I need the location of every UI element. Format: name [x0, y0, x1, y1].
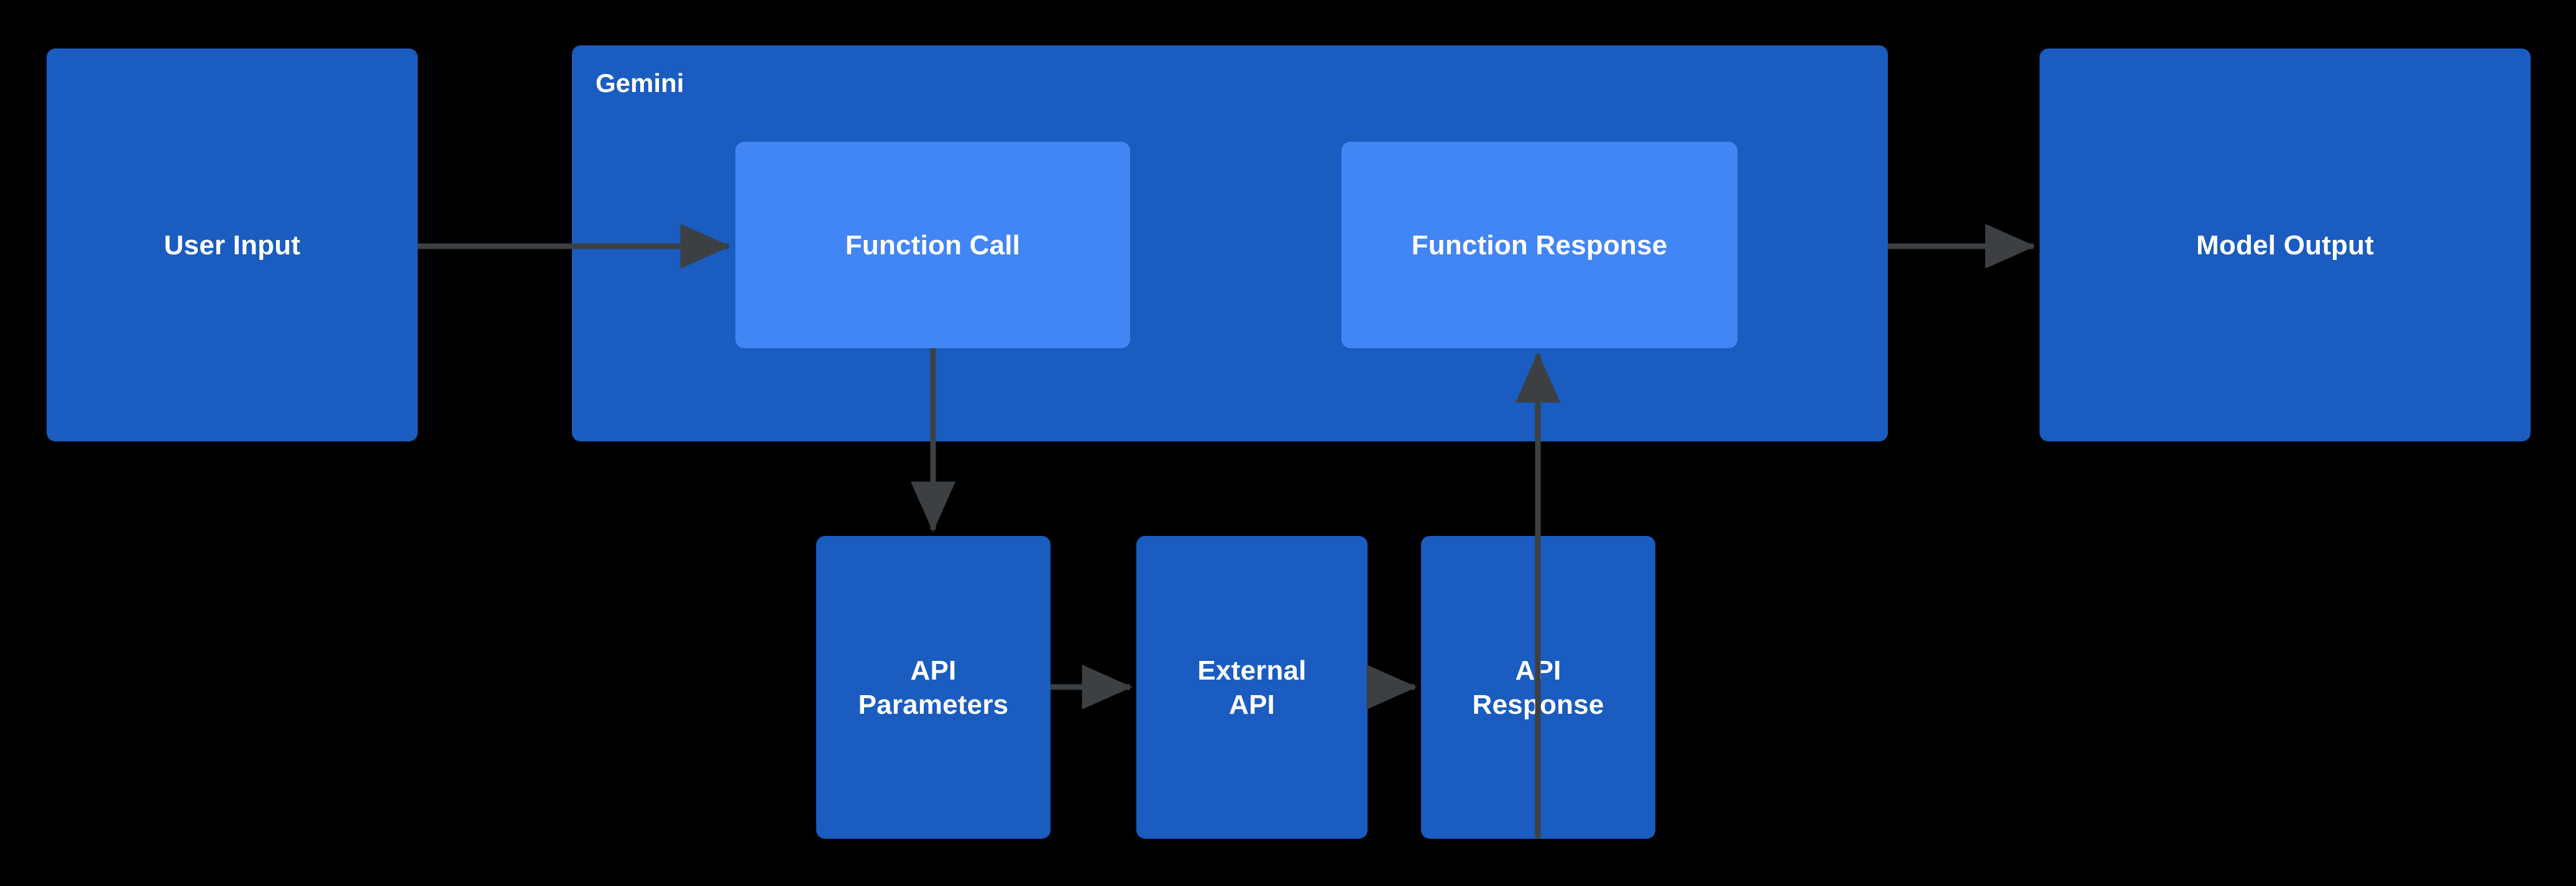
node-user-input[interactable]: User Input	[47, 48, 418, 441]
node-external-api[interactable]: External API	[1136, 536, 1368, 839]
node-api-response[interactable]: API Response	[1421, 536, 1655, 839]
node-model-output[interactable]: Model Output	[2040, 48, 2531, 441]
node-function-response[interactable]: Function Response	[1341, 142, 1737, 348]
node-function-call[interactable]: Function Call	[735, 142, 1130, 348]
group-gemini-label: Gemini	[596, 68, 684, 98]
node-api-parameters[interactable]: API Parameters	[816, 536, 1051, 839]
